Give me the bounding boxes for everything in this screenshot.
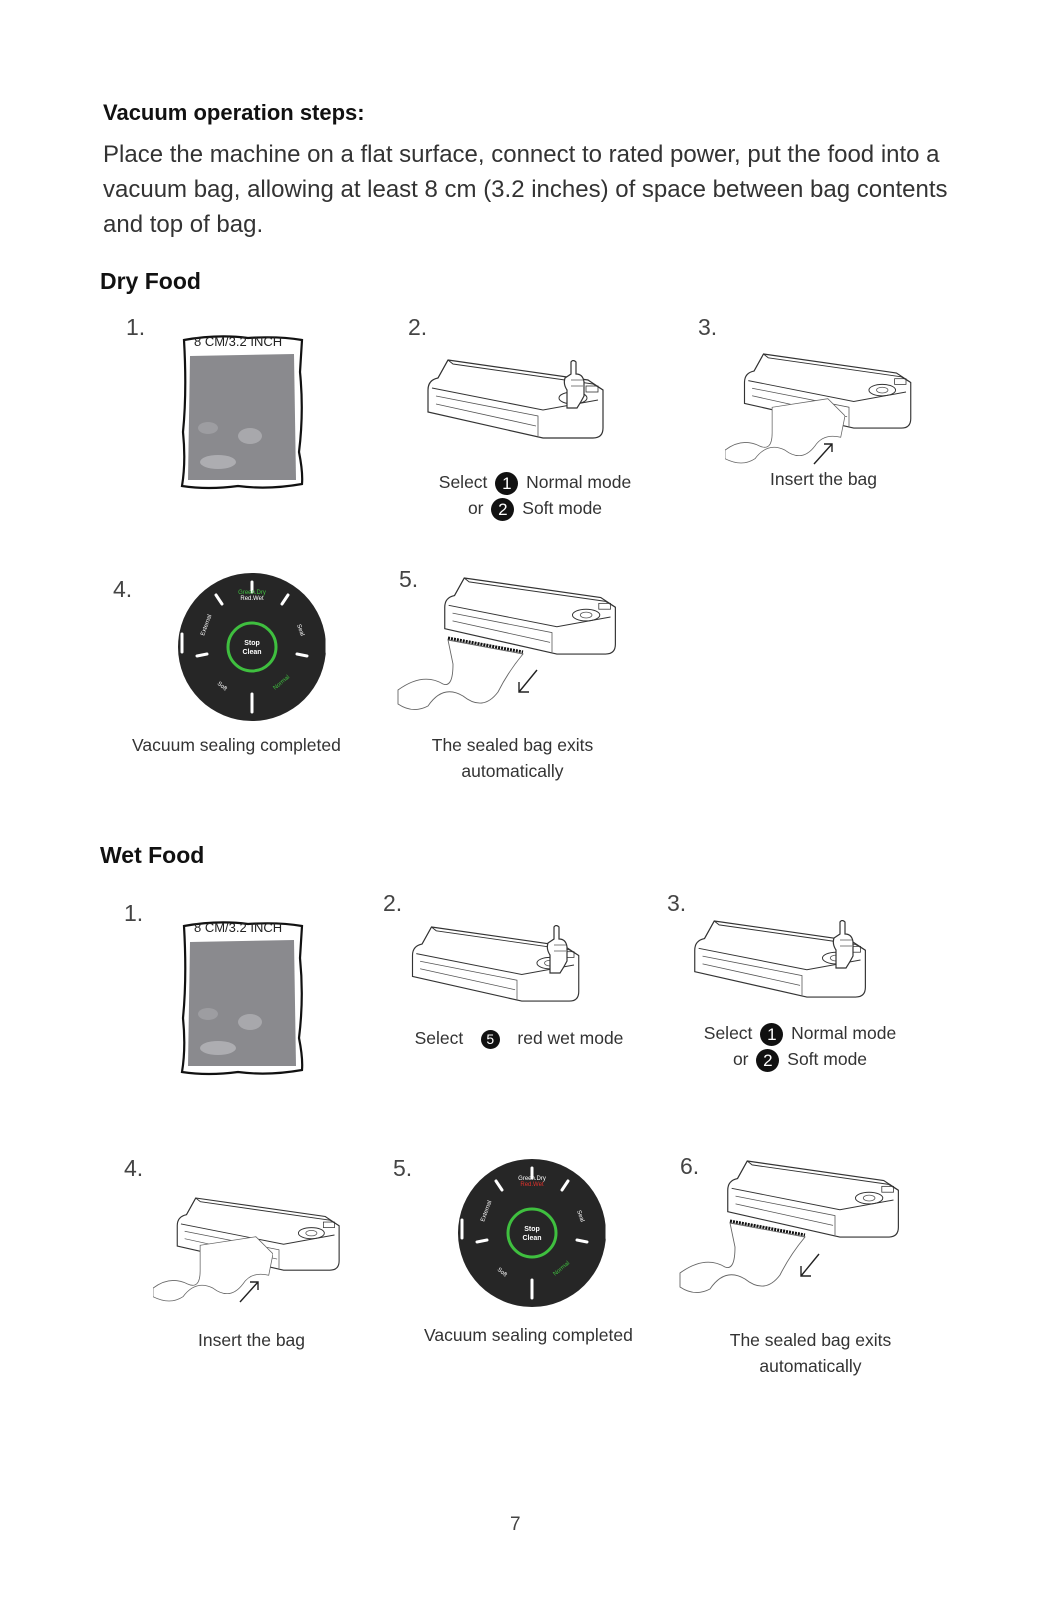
bag-space-label: 8 CM/3.2 INCH — [194, 920, 283, 935]
pressing-hand-icon — [826, 920, 856, 975]
caption-line-2: automatically — [759, 1356, 862, 1376]
dry-step-4-number: 4. — [113, 576, 133, 602]
exit-arrow-icon — [797, 1252, 821, 1285]
wet-step-2-number: 2. — [383, 890, 403, 916]
wet-step-5-caption: Vacuum sealing completed — [424, 1325, 633, 1345]
wet-step-4-caption: Insert the bag — [198, 1330, 306, 1350]
dry-step-4-caption: Vacuum sealing completed — [132, 735, 341, 755]
panel-clean-label: Clean — [242, 649, 261, 656]
caption-normal-mode: Normal mode — [526, 472, 632, 492]
vacuum-bag-illustration: 8 CM/3.2 INCH — [178, 332, 308, 492]
dry-step-5-number: 5. — [399, 566, 419, 592]
bag-space-label: 8 CM/3.2 INCH — [194, 334, 283, 349]
panel-stop-label: Stop — [244, 640, 260, 647]
caption-red-wet-mode: red wet mode — [517, 1028, 624, 1048]
panel-red-wet-label: Red.Wet — [520, 1182, 544, 1188]
vacuum-bag-illustration: 8 CM/3.2 INCH — [178, 918, 308, 1078]
panel-red-wet-label: Red.Wet — [240, 596, 264, 602]
insert-arrow-icon — [238, 1278, 262, 1309]
wet-step-2-caption: Select 5 red wet mode — [403, 1025, 635, 1051]
dry-step-3-caption: Insert the bag — [770, 469, 878, 489]
panel-soft-label: Soft — [496, 1267, 508, 1279]
intro-paragraph: Place the machine on a flat surface, con… — [103, 141, 948, 238]
caption-soft-mode: Soft mode — [522, 498, 603, 518]
sealer-machine-illustration — [418, 350, 618, 455]
wet-step-1-number: 1. — [124, 900, 144, 926]
panel-stop-label: Stop — [524, 1226, 540, 1233]
panel-green-dry-label: Green.Dry — [518, 1176, 546, 1182]
panel-clean-label: Clean — [522, 1235, 541, 1242]
page-number: 7 — [510, 1514, 521, 1535]
bag-sheet-illustration — [397, 632, 528, 719]
caption-or: or — [732, 1049, 749, 1069]
wet-step-6-number: 6. — [680, 1153, 700, 1179]
control-panel-dial: Green.Dry Red.Wet External Seal Soft Nor… — [177, 572, 329, 722]
mode-1-badge: 1 — [760, 1022, 784, 1046]
caption-normal-mode: Normal mode — [791, 1023, 897, 1043]
panel-soft-label: Soft — [216, 681, 228, 693]
caption-line-2: automatically — [461, 761, 564, 781]
exit-arrow-icon — [515, 668, 539, 701]
mode-1-badge: 1 — [495, 471, 519, 495]
bag-sheet-illustration — [679, 1215, 810, 1302]
wet-step-6-caption: The sealed bag exits automatically — [713, 1327, 908, 1379]
mode-2-badge: 2 — [491, 497, 515, 521]
caption-select: Select — [438, 472, 488, 492]
pressing-hand-icon — [540, 925, 570, 980]
dry-step-5-caption: The sealed bag exits automatically — [415, 732, 610, 784]
dry-step-2-caption: Select 1 Normal mode or 2 Soft mode — [420, 469, 650, 521]
caption-select: Select — [414, 1028, 464, 1048]
page-heading: Vacuum operation steps: — [103, 100, 365, 125]
caption-soft-mode: Soft mode — [787, 1049, 868, 1069]
caption-select: Select — [703, 1023, 753, 1043]
dry-step-2-number: 2. — [408, 314, 428, 340]
mode-5-badge: 5 — [480, 1029, 500, 1049]
insert-arrow-icon — [812, 440, 836, 471]
dry-step-1-number: 1. — [126, 314, 146, 340]
wet-step-5-number: 5. — [393, 1155, 413, 1181]
mode-2-badge: 2 — [756, 1048, 780, 1072]
panel-seal-label: Seal — [295, 624, 305, 637]
dry-step-3-number: 3. — [698, 314, 718, 340]
wet-step-3-caption: Select 1 Normal mode or 2 Soft mode — [688, 1020, 912, 1072]
section-title-dry: Dry Food — [100, 268, 201, 294]
wet-step-3-number: 3. — [667, 890, 687, 916]
caption-or: or — [467, 498, 484, 518]
wet-step-4-number: 4. — [124, 1155, 144, 1181]
caption-line-1: The sealed bag exits — [431, 735, 594, 755]
panel-green-dry-label: Green.Dry — [238, 590, 266, 596]
caption-line-1: The sealed bag exits — [729, 1330, 892, 1350]
panel-seal-label: Seal — [575, 1210, 585, 1223]
control-panel-dial: Green.Dry Red.Wet External Seal Soft Nor… — [457, 1158, 609, 1308]
section-title-wet: Wet Food — [100, 842, 205, 868]
pressing-hand-icon — [557, 360, 587, 415]
